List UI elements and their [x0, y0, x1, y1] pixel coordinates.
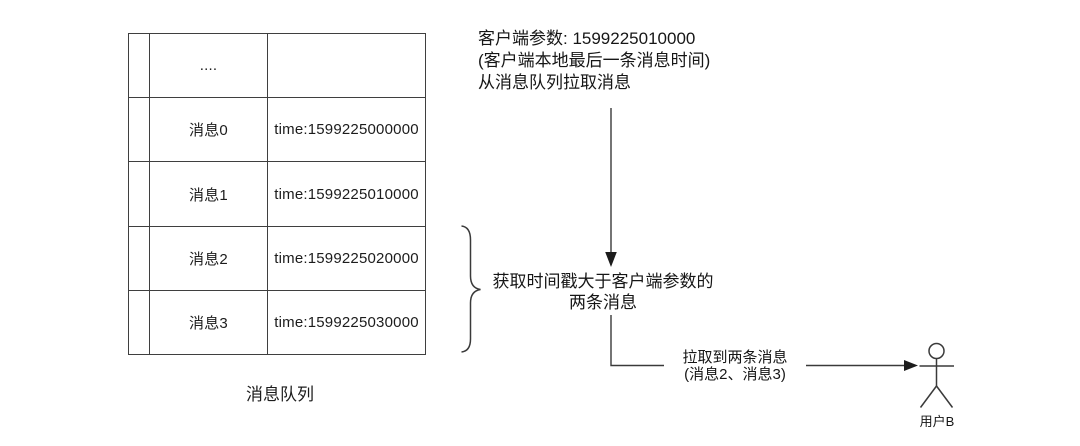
- client-param-line3: 从消息队列拉取消息: [478, 73, 631, 92]
- deliver-messages-arrow: [610, 315, 918, 371]
- table-row: 消息3 time:1599225030000: [129, 290, 425, 355]
- pull-request-arrow: [605, 108, 617, 267]
- arrowhead-right-icon: [904, 360, 918, 371]
- message-label-cell: ....: [150, 34, 268, 98]
- actor-head-icon: [928, 342, 945, 360]
- message-time-cell: time:1599225020000: [274, 249, 419, 267]
- selection-brace: [461, 225, 481, 353]
- table-row: 消息2 time:1599225020000: [129, 226, 425, 291]
- table-row: 消息1 time:1599225010000: [129, 162, 425, 227]
- message-label-cell: 消息2: [150, 226, 268, 290]
- message-time-cell: [268, 34, 425, 97]
- client-param-line2: (客户端本地最后一条消息时间): [478, 51, 711, 70]
- message-label-cell: 消息0: [150, 98, 268, 162]
- message-time-cell: time:1599225000000: [274, 121, 419, 139]
- actor-label: 用户B: [919, 414, 955, 429]
- actor-figure: [919, 342, 954, 408]
- client-param-line1: 客户端参数: 1599225010000: [478, 29, 696, 48]
- fetch-note-line1: 获取时间戳大于客户端参数的: [492, 272, 714, 291]
- message-time-cell: time:1599225010000: [274, 185, 419, 203]
- client-param-annotation: 客户端参数: 1599225010000 (客户端本地最后一条消息时间) 从消息…: [478, 28, 808, 94]
- table-row: ....: [129, 34, 425, 99]
- message-time-cell: time:1599225030000: [274, 313, 419, 331]
- row-index-cell: [129, 98, 150, 162]
- pull-result-label: 拉取到两条消息 (消息2、消息3): [664, 349, 806, 383]
- row-index-cell: [129, 162, 150, 226]
- pull-result-line1: 拉取到两条消息: [682, 349, 788, 366]
- pull-result-line2: (消息2、消息3): [684, 366, 786, 383]
- message-queue-caption: 消息队列: [246, 385, 314, 404]
- arrowhead-down-icon: [605, 252, 617, 267]
- table-row: 消息0 time:1599225000000: [129, 98, 425, 163]
- fetch-note-line2: 两条消息: [569, 293, 637, 312]
- fetch-note-annotation: 获取时间戳大于客户端参数的 两条消息: [487, 271, 719, 313]
- message-queue-table: .... 消息0 time:1599225000000 消息1 time:159…: [128, 33, 426, 355]
- row-index-cell: [129, 226, 150, 290]
- message-label-cell: 消息3: [150, 290, 268, 355]
- row-index-cell: [129, 34, 150, 98]
- message-label-cell: 消息1: [150, 162, 268, 226]
- row-index-cell: [129, 290, 150, 355]
